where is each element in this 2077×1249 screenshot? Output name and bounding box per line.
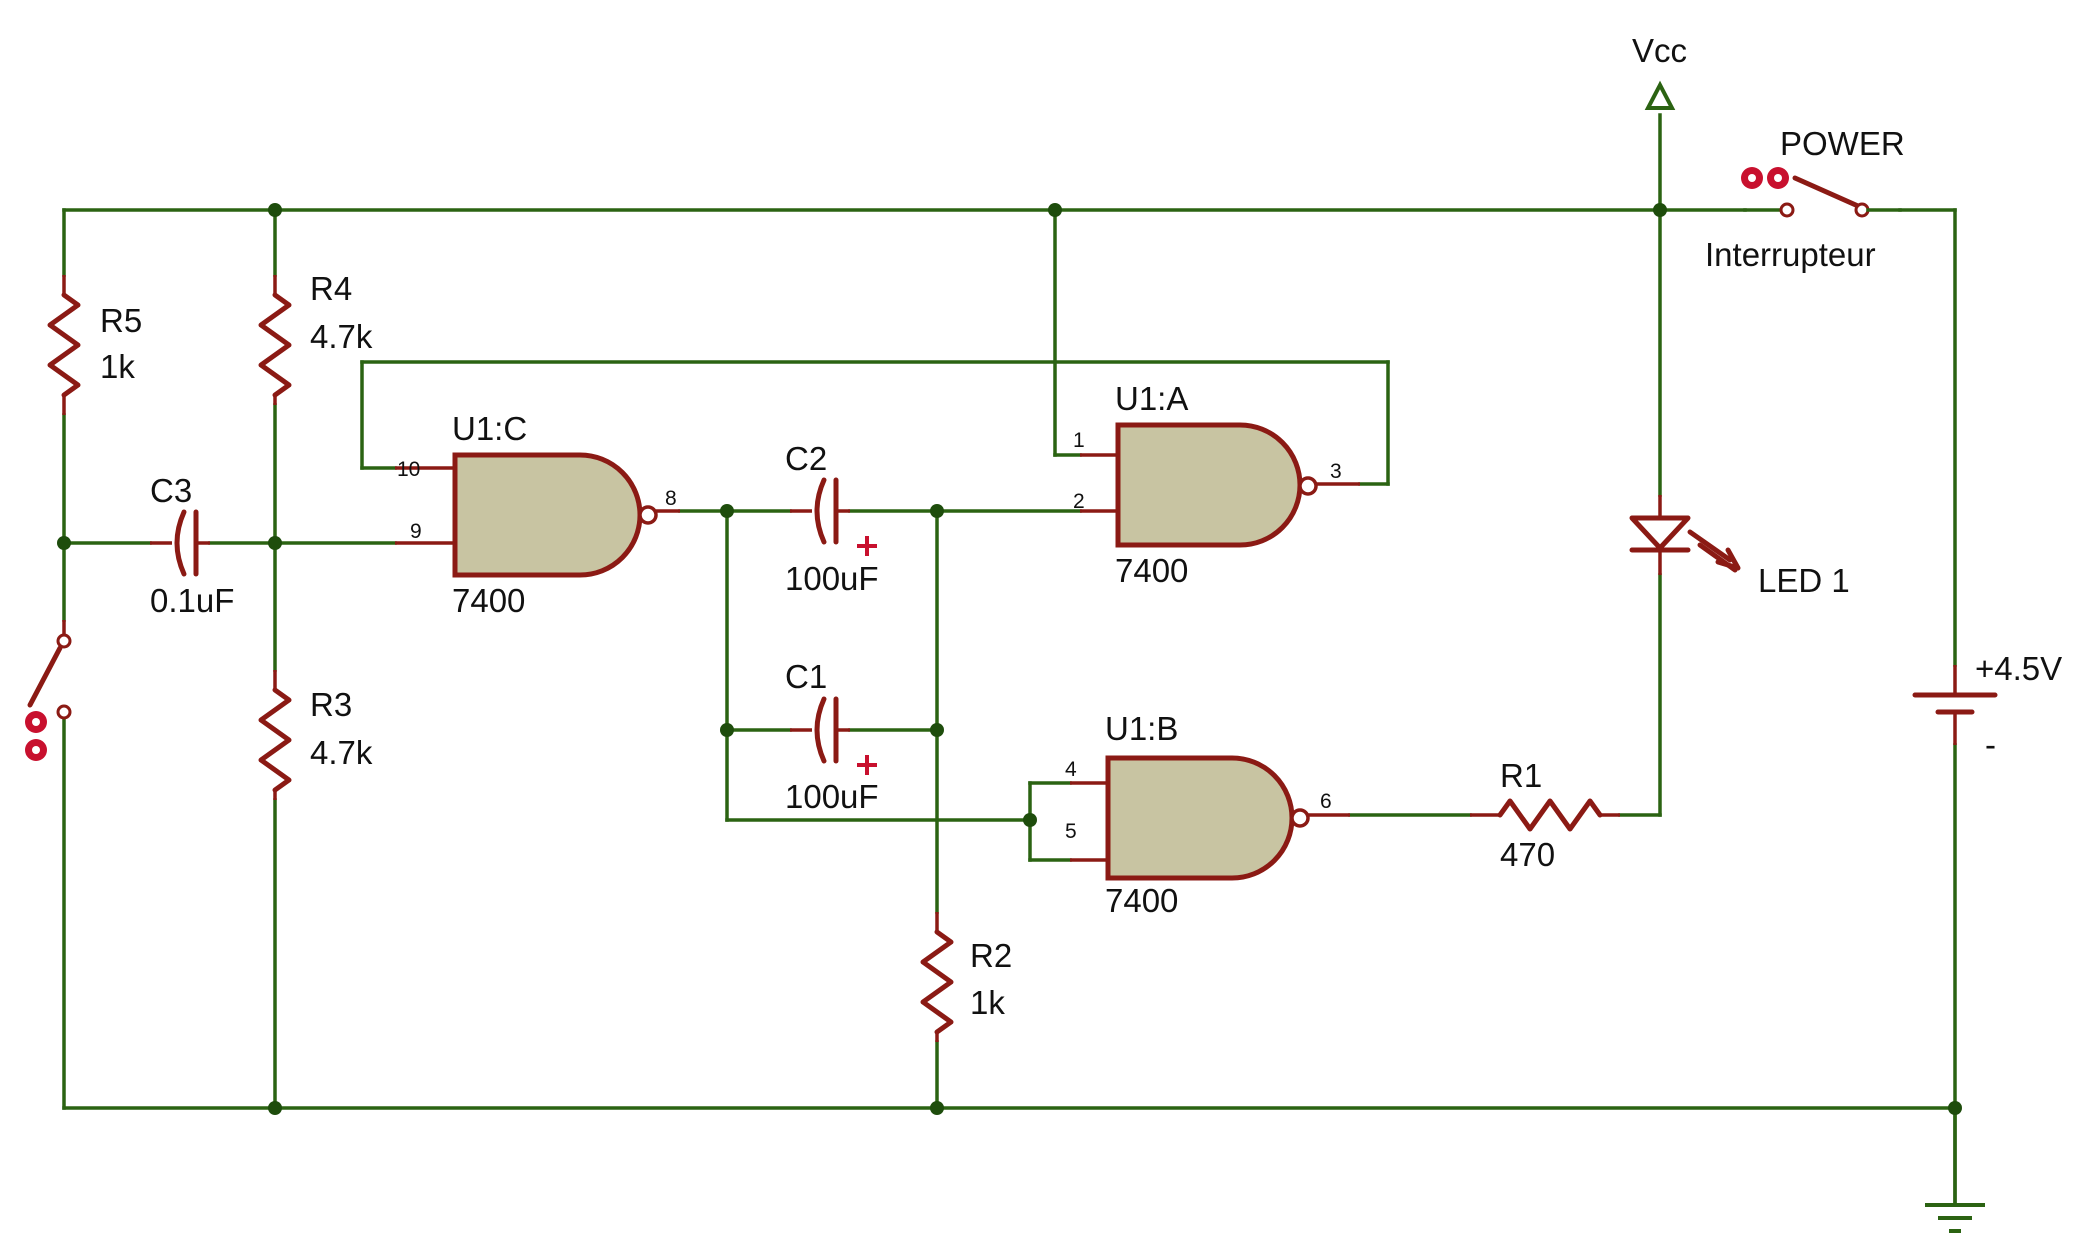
resistor-r3: R3 4.7k xyxy=(258,670,373,800)
vcc-label: Vcc xyxy=(1632,32,1687,69)
battery-plus-label: +4.5V xyxy=(1975,650,2062,687)
c3-ref: C3 xyxy=(150,472,192,509)
u1b-pin-4: 4 xyxy=(1065,758,1077,781)
r1-ref: R1 xyxy=(1500,757,1542,794)
ground-symbol xyxy=(1925,1203,1985,1233)
junction-dots xyxy=(57,203,1962,1115)
led-diode: LED 1 xyxy=(1629,495,1850,599)
u1c-part: 7400 xyxy=(452,582,525,619)
c2-ref: C2 xyxy=(785,440,827,477)
capacitor-c1: C1 100uF xyxy=(785,658,879,815)
u1a-part: 7400 xyxy=(1115,552,1188,589)
r4-value: 4.7k xyxy=(310,318,373,355)
resistor-r5: R5 1k xyxy=(47,275,142,415)
power-switch: POWER Interrupteur xyxy=(1705,125,1905,273)
battery: +4.5V - xyxy=(1912,650,2062,763)
u1b-pin-5: 5 xyxy=(1065,820,1077,843)
u1a-ref: U1:A xyxy=(1115,380,1188,417)
nand-gate-u1a: 1 2 3 U1:A 7400 xyxy=(1073,380,1360,589)
resistor-r2: R2 1k xyxy=(920,912,1012,1042)
u1a-pin-3: 3 xyxy=(1330,460,1342,483)
c1-value: 100uF xyxy=(785,778,879,815)
resistor-r4: R4 4.7k xyxy=(258,270,373,405)
u1b-pin-6: 6 xyxy=(1320,790,1332,813)
led-ref: LED 1 xyxy=(1758,562,1850,599)
u1b-part: 7400 xyxy=(1105,882,1178,919)
r2-value: 1k xyxy=(970,984,1005,1021)
c2-value: 100uF xyxy=(785,560,879,597)
u1c-pin-9: 9 xyxy=(410,520,422,543)
r3-value: 4.7k xyxy=(310,734,373,771)
u1a-pin-1: 1 xyxy=(1073,429,1085,452)
u1c-pin-8: 8 xyxy=(665,487,677,510)
led-arrow-1 xyxy=(1687,529,1733,563)
capacitor-c2: C2 100uF xyxy=(785,440,879,597)
u1b-ref: U1:B xyxy=(1105,710,1178,747)
u1a-pin-2: 2 xyxy=(1073,490,1085,513)
r1-value: 470 xyxy=(1500,836,1555,873)
r4-ref: R4 xyxy=(310,270,352,307)
r5-ref: R5 xyxy=(100,302,142,339)
vcc-terminal: Vcc xyxy=(1632,32,1687,110)
r3-ref: R3 xyxy=(310,686,352,723)
capacitor-c3: C3 0.1uF xyxy=(150,472,234,619)
u1c-ref: U1:C xyxy=(452,410,527,447)
battery-minus-label: - xyxy=(1985,726,1996,763)
left-switch xyxy=(25,620,72,761)
c1-ref: C1 xyxy=(785,658,827,695)
switch-name-label: Interrupteur xyxy=(1705,236,1876,273)
u1c-pin-10: 10 xyxy=(397,458,420,481)
r5-value: 1k xyxy=(100,348,135,385)
resistor-r1: R1 470 xyxy=(1470,757,1620,873)
power-label: POWER xyxy=(1780,125,1905,162)
nand-gate-u1c: 10 9 8 U1:C 7400 xyxy=(395,410,680,619)
c3-value: 0.1uF xyxy=(150,582,234,619)
nand-gate-u1b: 4 5 6 U1:B 7400 xyxy=(1065,710,1350,919)
r2-ref: R2 xyxy=(970,937,1012,974)
